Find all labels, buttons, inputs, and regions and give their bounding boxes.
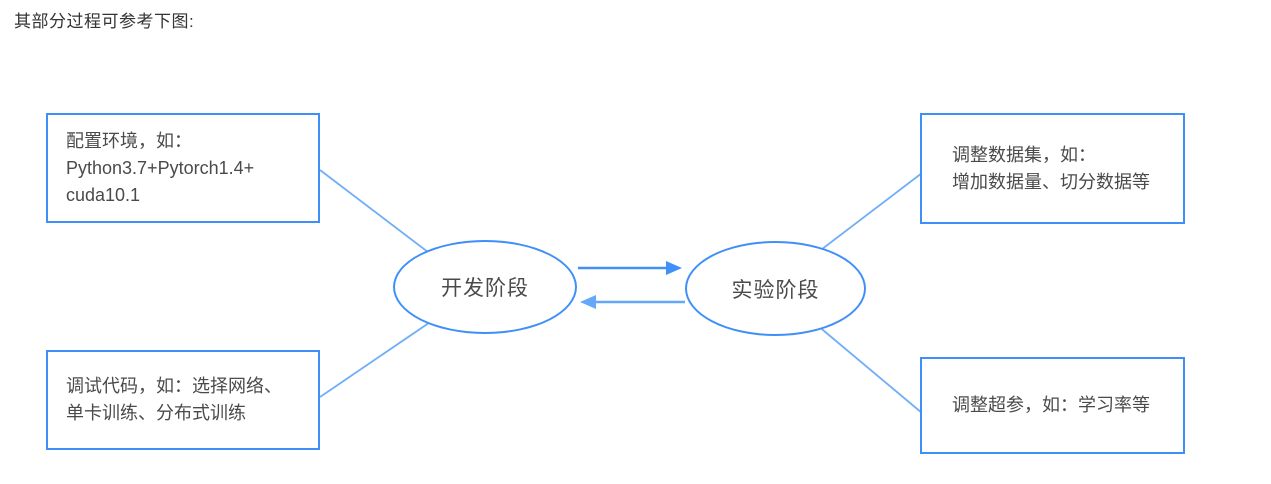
node-box-debug-code: 调试代码，如：选择网络、 单卡训练、分布式训练 <box>46 350 320 450</box>
arrow-forward-head-icon <box>666 261 682 275</box>
intro-text: 其部分过程可参考下图: <box>14 12 195 31</box>
node-ellipse-experiment-stage: 实验阶段 <box>685 241 866 336</box>
node-ellipse-experiment-stage-label: 实验阶段 <box>731 278 820 302</box>
connector-debug-to-dev <box>319 311 446 398</box>
connector-exp-to-dataset <box>804 172 923 263</box>
node-box-adjust-hyperparams: 调整超参，如：学习率等 <box>920 357 1185 454</box>
node-box-adjust-hyperparams-label: 调整超参，如：学习率等 <box>952 395 1150 415</box>
node-box-adjust-dataset-label: 调整数据集，如： 增加数据量、切分数据等 <box>952 144 1150 192</box>
connector-exp-to-hyper <box>804 314 923 414</box>
arrow-backward-head-icon <box>580 295 596 309</box>
node-box-configure-environment-label: 配置环境，如： Python3.7+Pytorch1.4+ cuda10.1 <box>66 130 255 205</box>
node-box-adjust-dataset: 调整数据集，如： 增加数据量、切分数据等 <box>920 113 1185 224</box>
connector-env-to-dev <box>319 169 446 266</box>
node-box-configure-environment: 配置环境，如： Python3.7+Pytorch1.4+ cuda10.1 <box>46 113 320 223</box>
node-box-debug-code-label: 调试代码，如：选择网络、 单卡训练、分布式训练 <box>66 376 282 423</box>
node-ellipse-development-stage: 开发阶段 <box>393 240 577 334</box>
node-ellipse-development-stage-label: 开发阶段 <box>441 277 529 300</box>
